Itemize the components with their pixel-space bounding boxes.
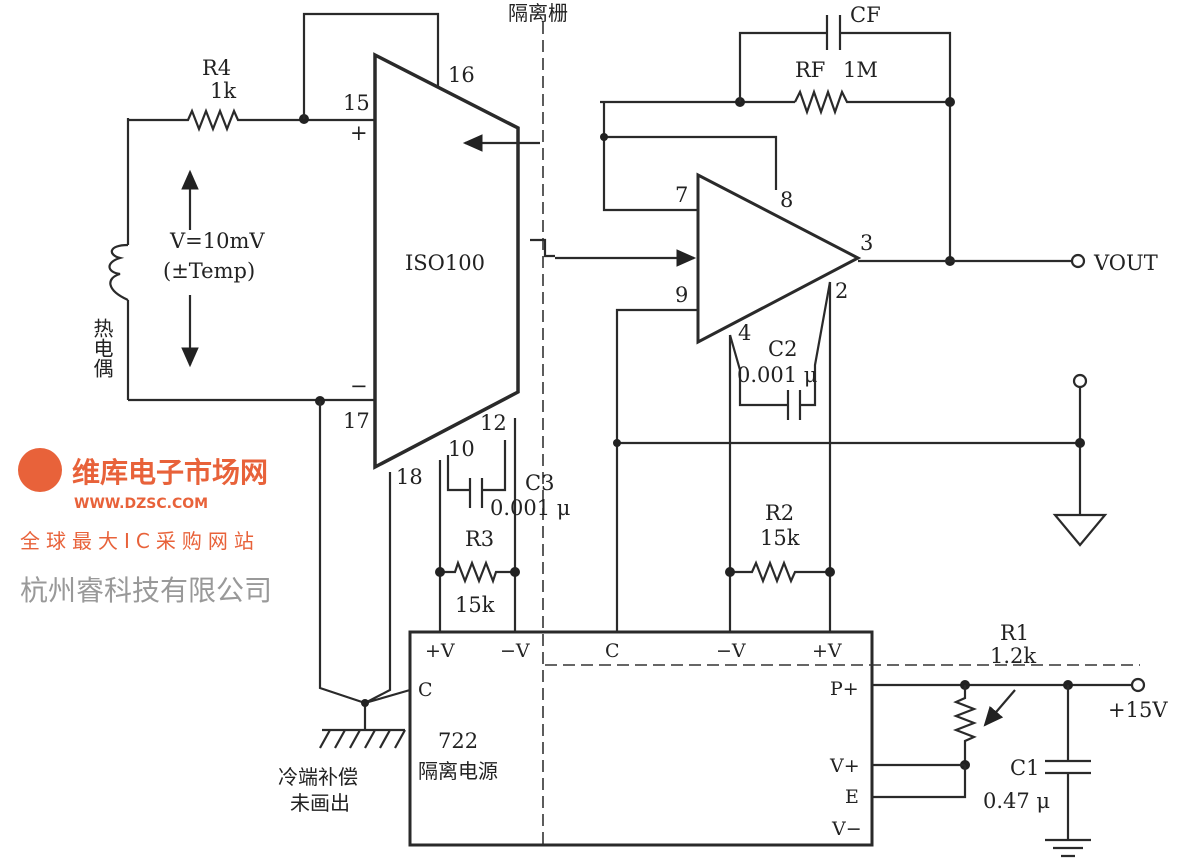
c2-value: 0.001 μ — [737, 363, 817, 387]
voltage-arrow: V=10mV (±Temp) — [163, 169, 265, 368]
r3-label: R3 — [465, 527, 494, 551]
capacitor-c1: C1 0.47 μ — [983, 685, 1091, 858]
pin-9: 9 — [675, 283, 688, 307]
pin-plus: + — [350, 121, 368, 145]
pin-15: 15 — [343, 91, 370, 115]
pin-3: 3 — [860, 231, 873, 255]
psu-pin-plus-v-out: +V — [812, 640, 842, 662]
psu-pin-v-minus: V− — [831, 818, 862, 840]
r3-value: 15k — [455, 593, 495, 617]
resistor-r3: R3 15k — [440, 527, 515, 617]
r1-label: R1 — [1000, 621, 1029, 645]
thermocouple: 热电偶 — [90, 118, 130, 400]
watermark-url: WWW.DZSC.COM — [74, 496, 208, 512]
vout-terminal — [1070, 253, 1086, 269]
c2-label: C2 — [768, 337, 797, 361]
pin-17: 17 — [343, 409, 370, 433]
vout-label: VOUT — [1093, 251, 1158, 275]
c3-label: C3 — [525, 471, 554, 495]
pin-2: 2 — [835, 279, 848, 303]
pin-10: 10 — [448, 437, 475, 461]
pin-8: 8 — [780, 188, 793, 212]
pin-7: 7 — [675, 183, 688, 207]
psu-desc: 隔离电源 — [418, 759, 498, 783]
watermark-brand: 维库电子市场网 — [72, 456, 268, 489]
pin-16: 16 — [448, 63, 475, 87]
r1-value: 1.2k — [990, 644, 1036, 668]
r4-label: R4 — [202, 56, 231, 80]
resistor-r2: R2 15k — [730, 501, 830, 585]
supply-terminal — [1130, 677, 1146, 693]
thermocouple-label: 热电偶 — [90, 318, 114, 379]
output-amplifier: 7 8 9 3 2 4 — [675, 172, 873, 345]
watermark-logo-icon — [18, 448, 62, 492]
cf-label: CF — [850, 3, 881, 27]
voltage-label: V=10mV — [169, 229, 265, 253]
c1-value: 0.47 μ — [983, 789, 1050, 813]
psu-pin-minus-v: −V — [500, 640, 530, 662]
psu-pin-p-plus: P+ — [830, 678, 859, 700]
temp-label: (±Temp) — [163, 259, 255, 283]
potentiometer-r1: R1 1.2k — [952, 621, 1036, 765]
iso100-amplifier: ISO100 15 + 16 − 17 18 10 12 — [343, 52, 540, 489]
r4-value: 1k — [210, 79, 236, 103]
rf-label: RF — [795, 58, 825, 82]
watermark-slogan: 全球最大IC采购网站 — [20, 529, 260, 553]
barrier-label: 隔离栅 — [508, 1, 568, 25]
watermark: 维库电子市场网 WWW.DZSC.COM 全球最大IC采购网站 杭州睿科技有限公… — [18, 448, 272, 607]
psu-pin-e: E — [845, 786, 859, 808]
resistor-r4: R4 1k — [128, 56, 375, 133]
isolated-power-supply-722: +V −V C −V +V C 722 隔离电源 P+ V+ E V− — [408, 630, 1140, 847]
pin-minus: − — [350, 374, 368, 398]
chassis-ground-icon — [319, 728, 406, 749]
iso100-label: ISO100 — [405, 251, 485, 275]
psu-pin-plus-v: +V — [425, 640, 455, 662]
c3-value: 0.001 μ — [490, 496, 570, 520]
capacitor-c2: C2 0.001 μ — [728, 281, 832, 420]
psu-pin-c-left: C — [418, 679, 433, 701]
cold-junction-note-2: 未画出 — [290, 791, 350, 815]
psu-name: 722 — [438, 729, 478, 753]
capacitor-cf: CF — [738, 3, 952, 262]
rf-value: 1M — [843, 58, 878, 82]
watermark-company: 杭州睿科技有限公司 — [20, 574, 272, 607]
resistor-rf: RF 1M — [794, 58, 950, 116]
capacitor-c3: C3 0.001 μ — [446, 440, 570, 520]
supply-label: +15V — [1108, 698, 1168, 722]
psu-pin-v-plus: V+ — [829, 755, 860, 777]
psu-pin-c: C — [605, 640, 620, 662]
r2-label: R2 — [765, 501, 794, 525]
pin-12: 12 — [480, 411, 507, 435]
pin-4: 4 — [738, 321, 751, 345]
cold-junction-note: 冷端补偿 — [278, 765, 358, 789]
psu-pin-minus-v-out: −V — [716, 640, 746, 662]
pin-18: 18 — [396, 465, 423, 489]
c1-label: C1 — [1010, 756, 1039, 780]
r2-value: 15k — [760, 526, 800, 550]
